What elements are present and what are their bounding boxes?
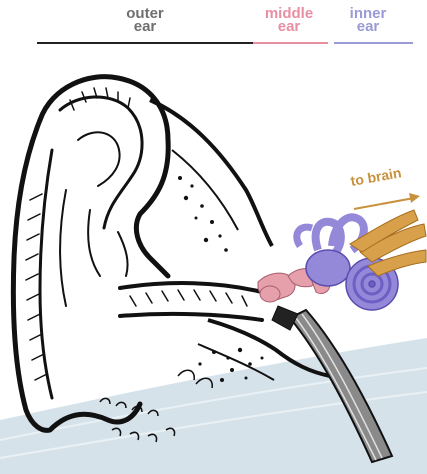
ear-canal-icon <box>120 283 262 320</box>
temporal-bone <box>150 100 330 382</box>
pinna-icon <box>13 77 168 431</box>
to-brain-arrow-icon <box>354 193 420 209</box>
